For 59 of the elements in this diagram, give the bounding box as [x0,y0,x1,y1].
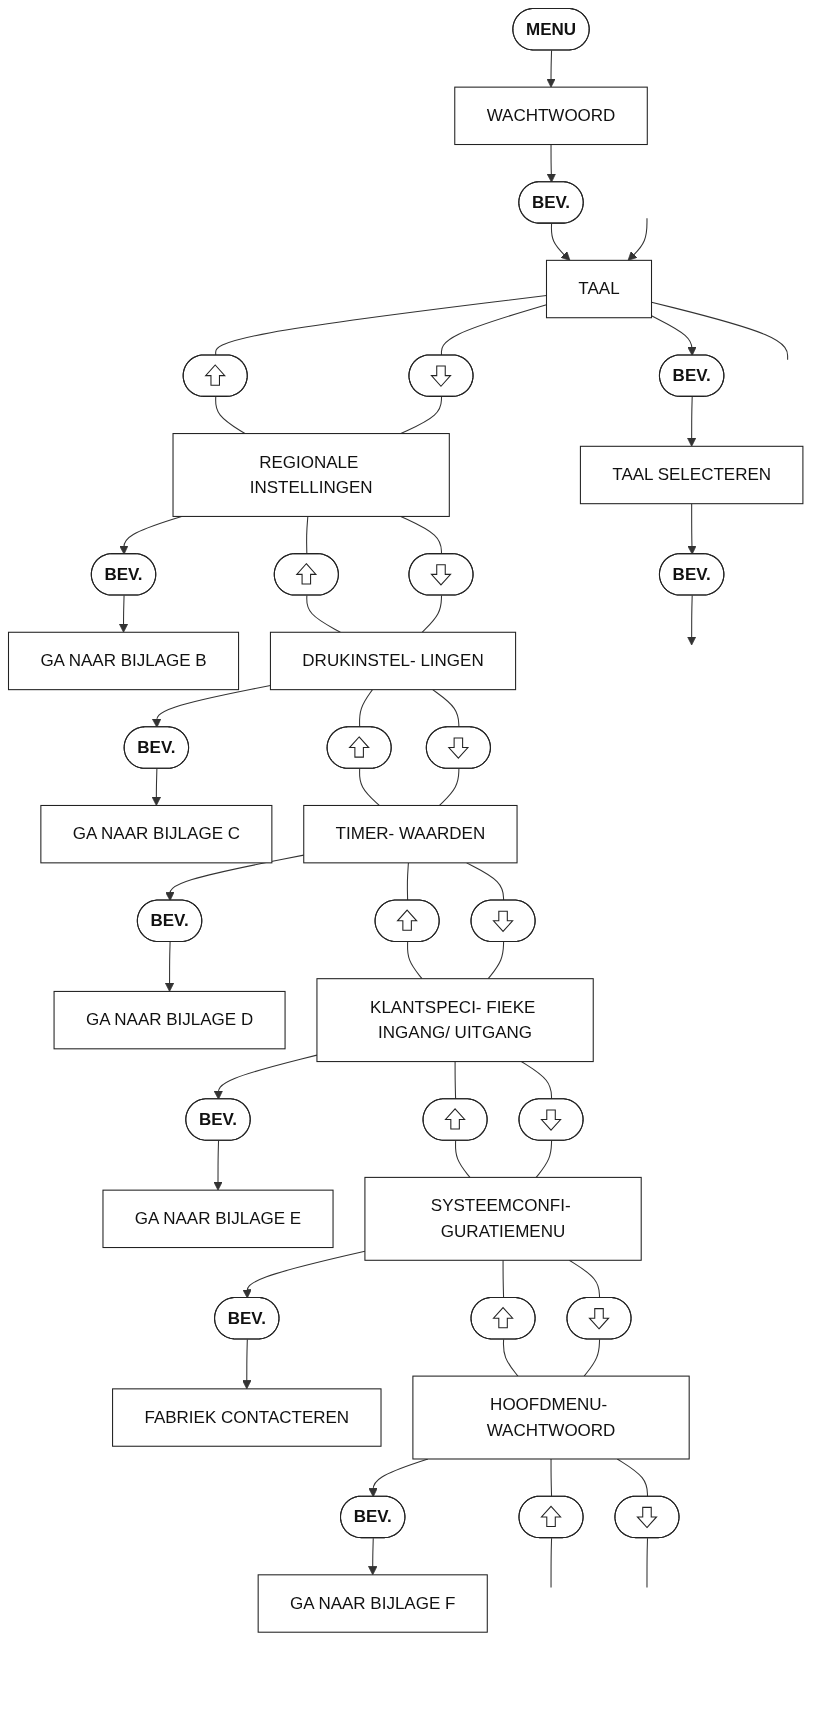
connector-line [454,1061,457,1100]
connector-line [520,1061,553,1100]
connector-line [487,941,505,980]
connector-line [568,1259,601,1299]
connector-line [550,223,571,261]
connector-line [151,768,162,806]
node-box [454,86,648,146]
node-box [545,259,653,319]
connector-line [306,595,341,633]
connector-line [421,595,443,633]
node-box [172,433,450,517]
node-box [579,445,804,505]
connector-line [550,1458,553,1498]
connector-line [400,515,443,555]
connector-line [306,515,309,555]
connector-line [164,941,175,992]
connector-line [535,1140,553,1178]
node-box [412,1375,690,1460]
connector-line [502,1338,519,1377]
connector-line [646,1537,649,1589]
connector-line [407,941,423,980]
node-box [316,978,594,1063]
node-box [53,990,286,1050]
connector-line [242,1338,252,1390]
node-box [257,1574,488,1633]
node-box [40,804,273,864]
connector-line [454,1140,471,1178]
connector-line [406,862,409,902]
connector-line [627,217,648,261]
connector-line [400,396,443,435]
connector-line [438,768,460,806]
connector-line [118,595,129,633]
connector-line [215,295,547,356]
node-box [364,1176,642,1261]
connector-line [502,1259,505,1299]
connector-line [546,49,556,88]
connector-line [651,315,697,356]
connector-line [687,595,697,646]
connector-line [546,144,556,183]
connector-line [359,689,373,728]
connector-line [616,1458,649,1498]
connector-line [152,684,271,728]
connector-line [550,1537,553,1589]
connector-line [583,1338,601,1377]
connector-line [359,768,380,806]
node-box [7,631,240,691]
connector-line [651,301,789,361]
node-box [112,1388,382,1447]
connector-line [432,689,460,728]
connector-line [687,396,697,447]
connector-line [440,304,547,356]
connector-line [368,1537,378,1576]
connector-line [466,862,505,902]
connector-line [215,396,246,435]
node-box [102,1189,334,1249]
node-box [269,631,517,691]
connector-line [687,503,697,555]
node-box [303,804,518,864]
connector-line [213,1140,223,1191]
